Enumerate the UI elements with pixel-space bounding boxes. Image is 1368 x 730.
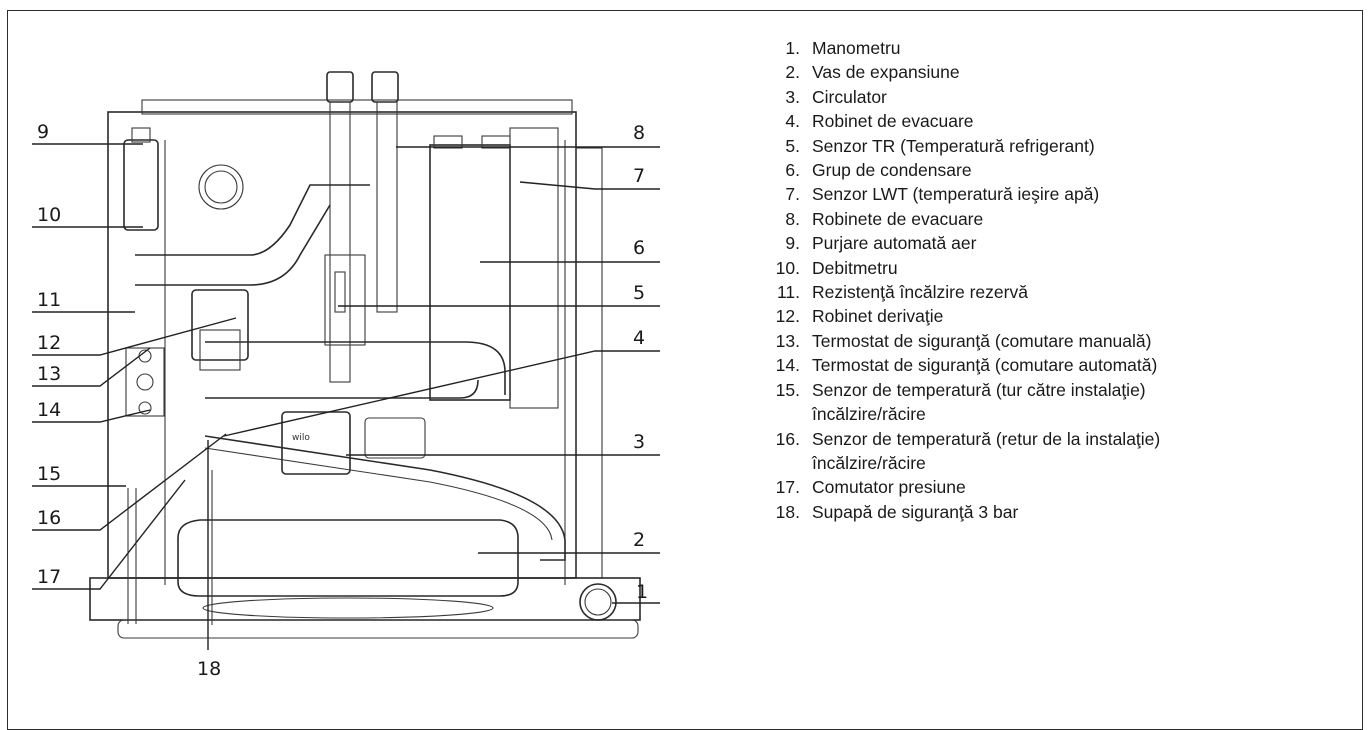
- callout-11: 11: [37, 289, 61, 311]
- callout-3: 3: [633, 431, 645, 453]
- bypass-valve: [191, 289, 249, 361]
- callout-16: 16: [37, 507, 61, 529]
- condensing-group: [429, 144, 511, 401]
- legend-item-continuation: încălzire/răcire: [812, 404, 926, 425]
- component-legend: 1.Manometru 2.Vas de expansiune 3.Circul…: [762, 36, 1161, 524]
- callout-numbers: 1 2 3 4 5 6 7 8 9 10 11 12 13 14 15 16 1…: [37, 121, 648, 680]
- callout-13: 13: [37, 363, 61, 385]
- legend-item: 2.Vas de expansiune: [785, 62, 960, 83]
- legend-item: 9.Purjare automată aer: [785, 233, 977, 254]
- safety-thermostat-block: [125, 347, 165, 417]
- callout-2: 2: [633, 529, 645, 551]
- legend-item: 17.Comutator presiune: [775, 477, 966, 498]
- callout-8: 8: [633, 122, 645, 144]
- manometer: [579, 583, 617, 621]
- unit-diagram: wilo: [32, 71, 660, 680]
- legend-item: 13.Termostat de siguranţă (comutare manu…: [775, 330, 1152, 351]
- top-fitting-left: [326, 71, 354, 103]
- legend-item: 4.Robinet de evacuare: [785, 111, 974, 132]
- callout-5: 5: [633, 282, 645, 304]
- upper-pipe: [135, 184, 370, 256]
- legend-item: 15.Senzor de temperatură (tur către inst…: [762, 378, 1160, 427]
- unit-drawing: wilo: [89, 71, 641, 639]
- lower-pipe: [205, 341, 506, 395]
- top-fitting-right: [371, 71, 399, 103]
- casing-top-lip: [141, 99, 573, 115]
- legend-item: 18.Supapă de siguranţă 3 bar: [775, 501, 1019, 522]
- legend-item-continuation: încălzire/răcire: [812, 452, 926, 473]
- callout-9: 9: [37, 121, 49, 143]
- legend-item: 8.Robinete de evacuare: [785, 208, 984, 229]
- callout-18: 18: [197, 658, 221, 680]
- callout-12: 12: [37, 332, 61, 354]
- svg-text:wilo: wilo: [292, 433, 310, 443]
- legend-item: 6.Grup de condensare: [785, 160, 972, 181]
- legend-item: 3.Circulator: [785, 86, 887, 107]
- callout-10: 10: [37, 204, 61, 226]
- legend-item: 12.Robinet derivaţie: [775, 306, 944, 327]
- unit-base: [89, 577, 641, 621]
- expansion-vessel: [177, 519, 519, 597]
- legend-item: 14.Termostat de siguranţă (comutare auto…: [775, 355, 1158, 376]
- callout-7: 7: [633, 165, 645, 187]
- legend-item: 5.Senzor TR (Temperatură refrigerant): [785, 135, 1095, 156]
- callout-6: 6: [633, 237, 645, 259]
- legend-item: 16.Senzor de temperatură (retur de la in…: [762, 427, 1161, 476]
- callout-4: 4: [633, 327, 645, 349]
- air-purge: [123, 139, 159, 231]
- callout-14: 14: [37, 399, 61, 421]
- tr-sensor-housing: [324, 254, 366, 346]
- circulator: [281, 411, 351, 475]
- callout-17: 17: [37, 566, 61, 588]
- callout-15: 15: [37, 463, 61, 485]
- callout-1: 1: [636, 581, 648, 603]
- legend-item: 10.Debitmetru: [775, 257, 898, 278]
- legend-item: 11.Rezistenţă încălzire rezervă: [776, 282, 1028, 303]
- callout-leaders: [32, 143, 660, 650]
- legend-item: 1.Manometru: [785, 38, 901, 58]
- legend-item: 7.Senzor LWT (temperatură ieşire apă): [785, 184, 1100, 205]
